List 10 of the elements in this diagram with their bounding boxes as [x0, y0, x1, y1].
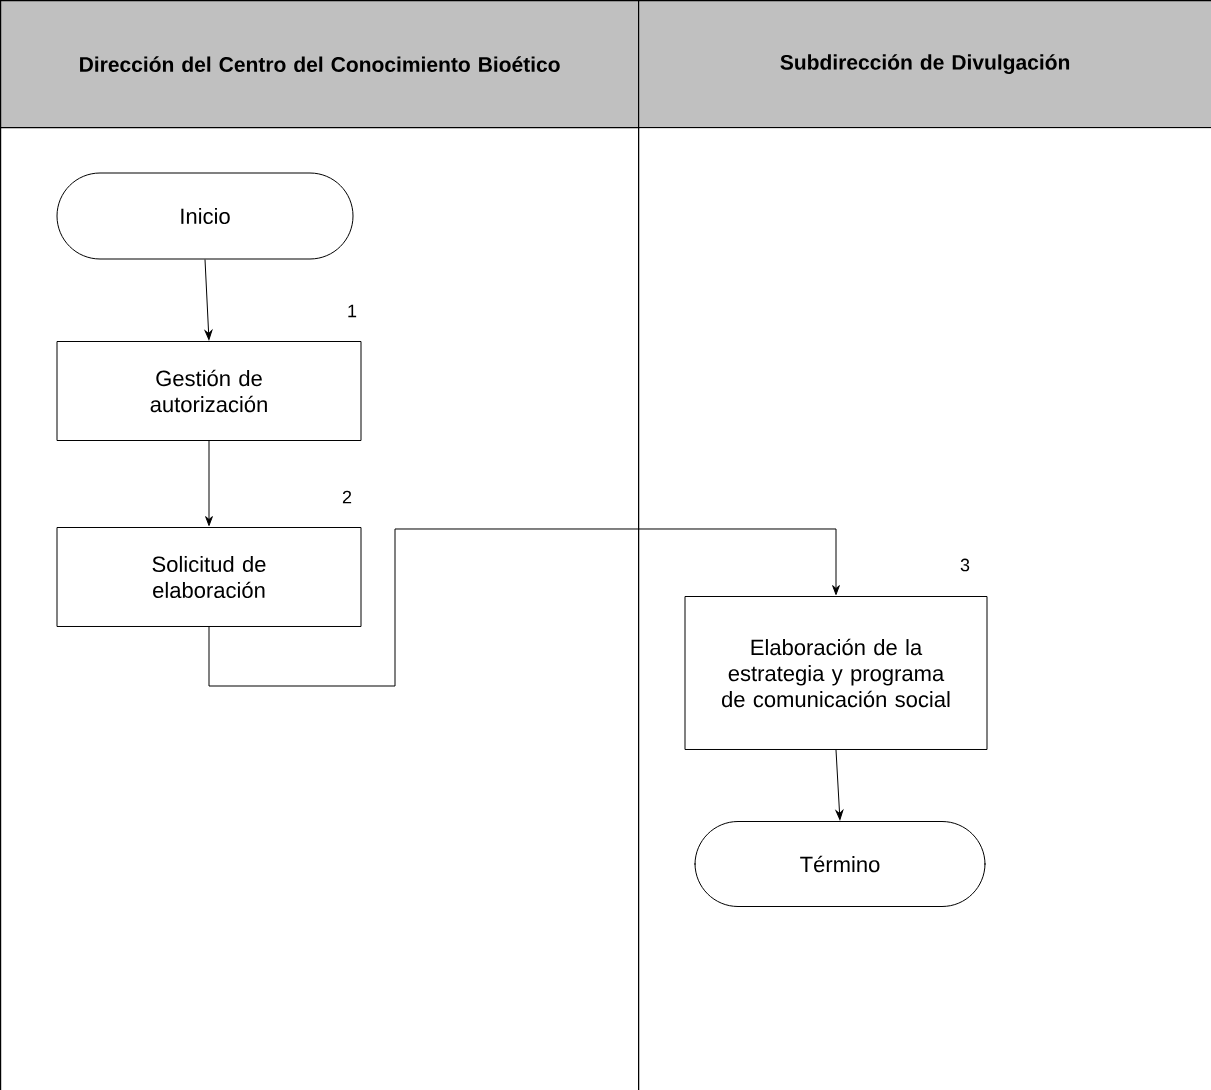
step-number: 3 [960, 558, 970, 572]
step-number: 1 [348, 304, 357, 318]
process-box: Solicitud de elaboración [56, 527, 362, 627]
arrow [205, 440, 213, 527]
process-box: Elaboración de la estrategia y programa de comunicación social [684, 596, 988, 750]
arrow [835, 749, 844, 821]
step-number: 2 [342, 490, 352, 504]
arrow [204, 259, 213, 341]
arrow [208, 528, 840, 687]
process-box: Gestión de autorización [56, 341, 362, 441]
